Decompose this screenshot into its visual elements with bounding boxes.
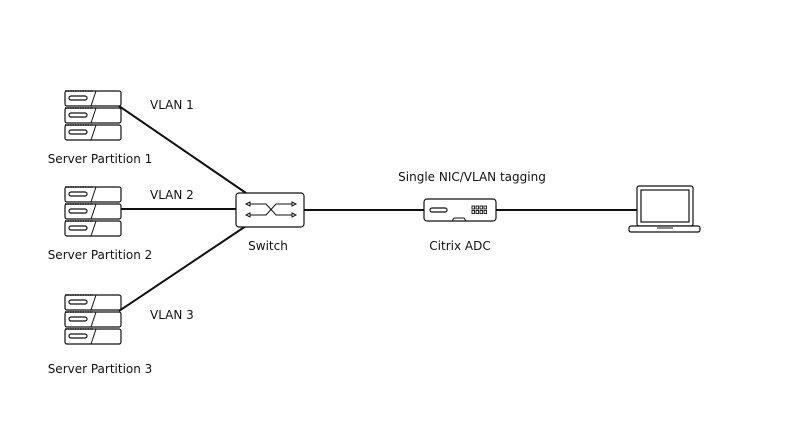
- vlan2-label: VLAN 2: [150, 188, 194, 202]
- partition2-label: Server Partition 2: [48, 248, 153, 262]
- vlan3-label: VLAN 3: [150, 308, 194, 322]
- appliance-icon: [423, 198, 497, 222]
- link-vlan3: [118, 225, 247, 312]
- partition1-label: Server Partition 1: [48, 152, 153, 166]
- server-stack-icon: [65, 91, 121, 140]
- partition3-label: Server Partition 3: [48, 362, 153, 376]
- network-switch-icon: [235, 192, 305, 228]
- laptop-icon: [628, 185, 701, 233]
- adc-label: Citrix ADC: [429, 239, 490, 253]
- server-stack-icon: [65, 187, 121, 236]
- server-stack-icon: [65, 295, 121, 344]
- link-vlan1: [118, 105, 247, 194]
- vlan1-label: VLAN 1: [150, 98, 194, 112]
- trunk-label: Single NIC/VLAN tagging: [398, 170, 546, 184]
- switch-label: Switch: [248, 239, 288, 253]
